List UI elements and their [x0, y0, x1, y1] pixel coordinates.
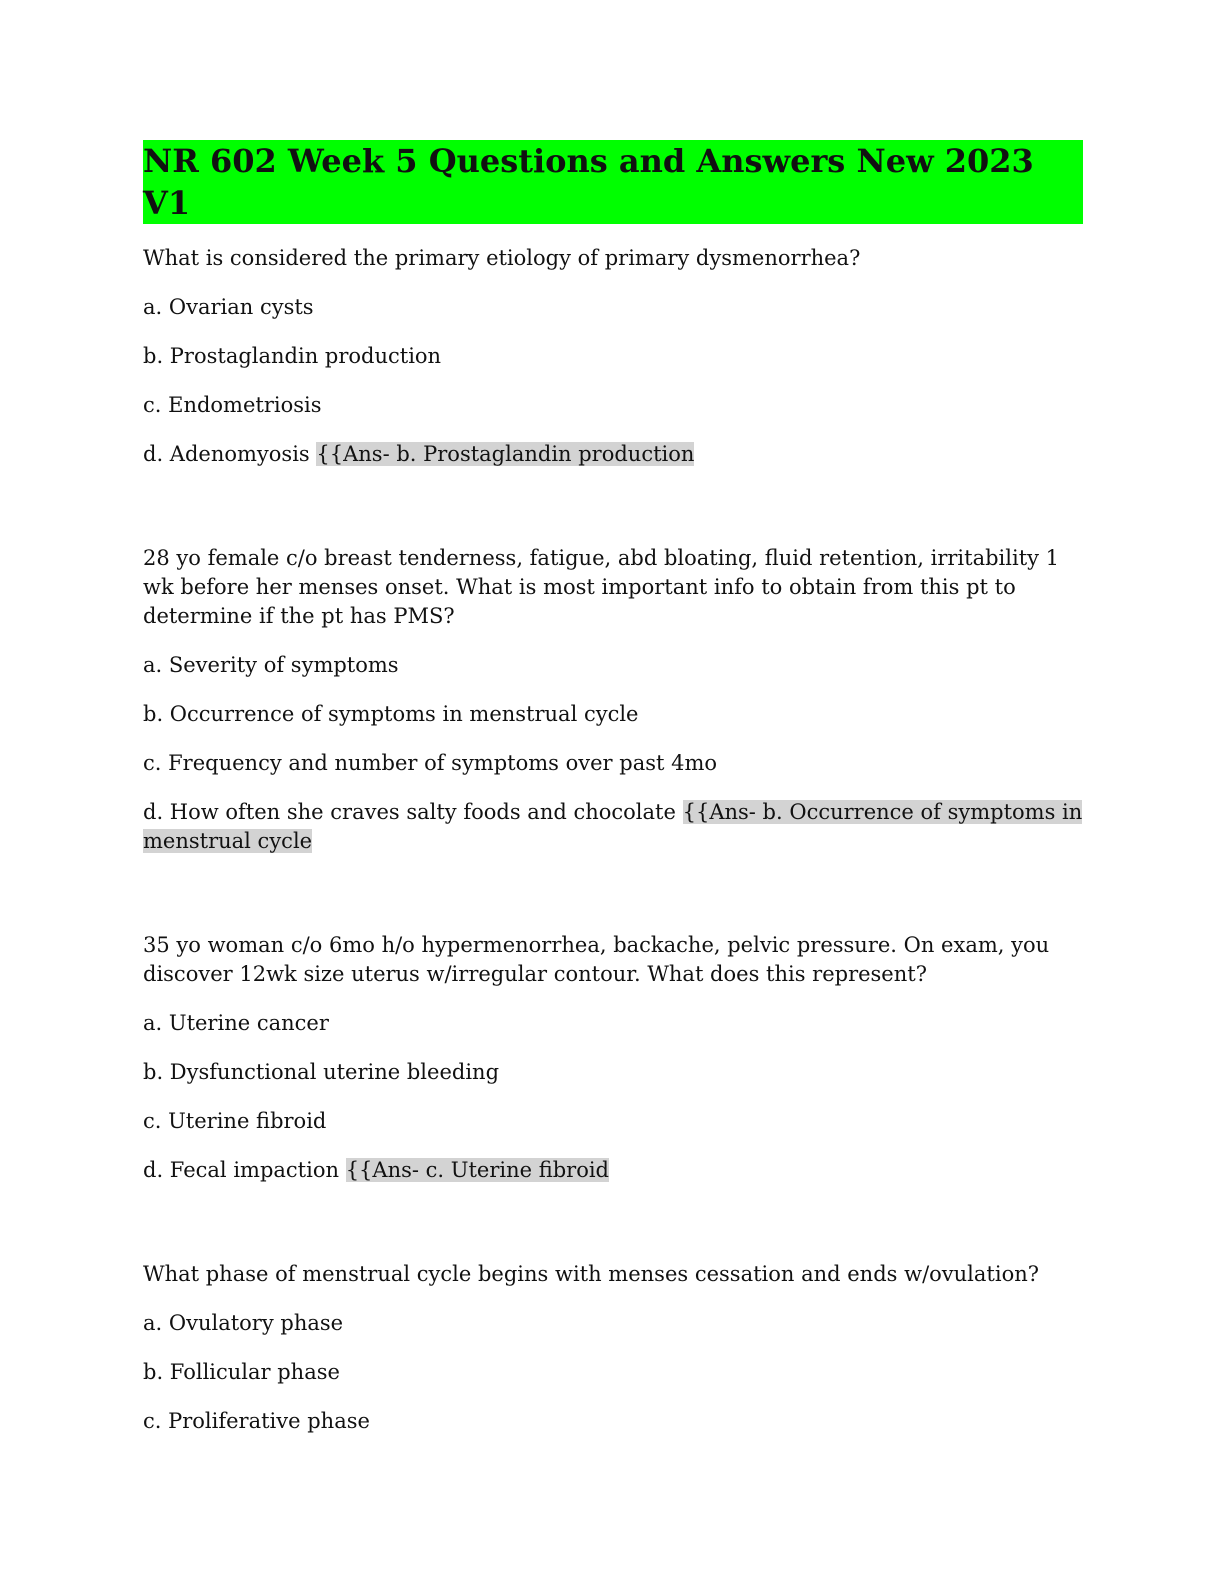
option-b: b. Follicular phase: [143, 1360, 340, 1384]
option-d-with-answer: d. Fecal impaction {{Ans- c. Uterine fib…: [143, 1156, 1083, 1185]
question-block: 35 yo woman c/o 6mo h/o hypermenorrhea, …: [143, 931, 1083, 1185]
option-b: b. Prostaglandin production: [143, 344, 442, 368]
option-a: a. Ovulatory phase: [143, 1311, 344, 1335]
question-block: 28 yo female c/o breast tenderness, fati…: [143, 544, 1083, 856]
question-spacer: [143, 876, 1083, 931]
document-title: NR 602 Week 5 Questions and Answers New …: [143, 140, 1083, 224]
question-block: What is considered the primary etiology …: [143, 244, 1083, 469]
answer-highlight: {{Ans- c. Uterine fibroid: [345, 1158, 609, 1182]
question-spacer: [143, 1205, 1083, 1260]
option-a: a. Uterine cancer: [143, 1011, 329, 1035]
question-block: What phase of menstrual cycle begins wit…: [143, 1260, 1083, 1436]
option-c: c. Endometriosis: [143, 393, 322, 417]
option-c: c. Proliferative phase: [143, 1409, 370, 1433]
question-text: What is considered the primary etiology …: [143, 246, 861, 270]
option-d: d. How often she craves salty foods and …: [143, 800, 676, 824]
question-spacer: [143, 489, 1083, 544]
option-c: c. Uterine fibroid: [143, 1109, 327, 1133]
answer-highlight: {{Ans- b. Prostaglandin production: [316, 442, 695, 466]
question-text: 35 yo woman c/o 6mo h/o hypermenorrhea, …: [143, 933, 1050, 986]
option-a: a. Severity of symptoms: [143, 653, 399, 677]
option-b: b. Dysfunctional uterine bleeding: [143, 1060, 500, 1084]
title-wrap: NR 602 Week 5 Questions and Answers New …: [143, 140, 1083, 224]
option-d: d. Fecal impaction: [143, 1158, 339, 1182]
question-text: What phase of menstrual cycle begins wit…: [143, 1262, 1039, 1286]
option-d-with-answer: d. How often she craves salty foods and …: [143, 798, 1083, 856]
option-b: b. Occurrence of symptoms in menstrual c…: [143, 702, 639, 726]
option-a: a. Ovarian cysts: [143, 295, 314, 319]
option-d: d. Adenomyosis: [143, 442, 310, 466]
option-d-with-answer: d. Adenomyosis {{Ans- b. Prostaglandin p…: [143, 440, 1083, 469]
option-c: c. Frequency and number of symptoms over…: [143, 751, 718, 775]
document-page: NR 602 Week 5 Questions and Answers New …: [143, 140, 1083, 1456]
question-text: 28 yo female c/o breast tenderness, fati…: [143, 546, 1060, 628]
